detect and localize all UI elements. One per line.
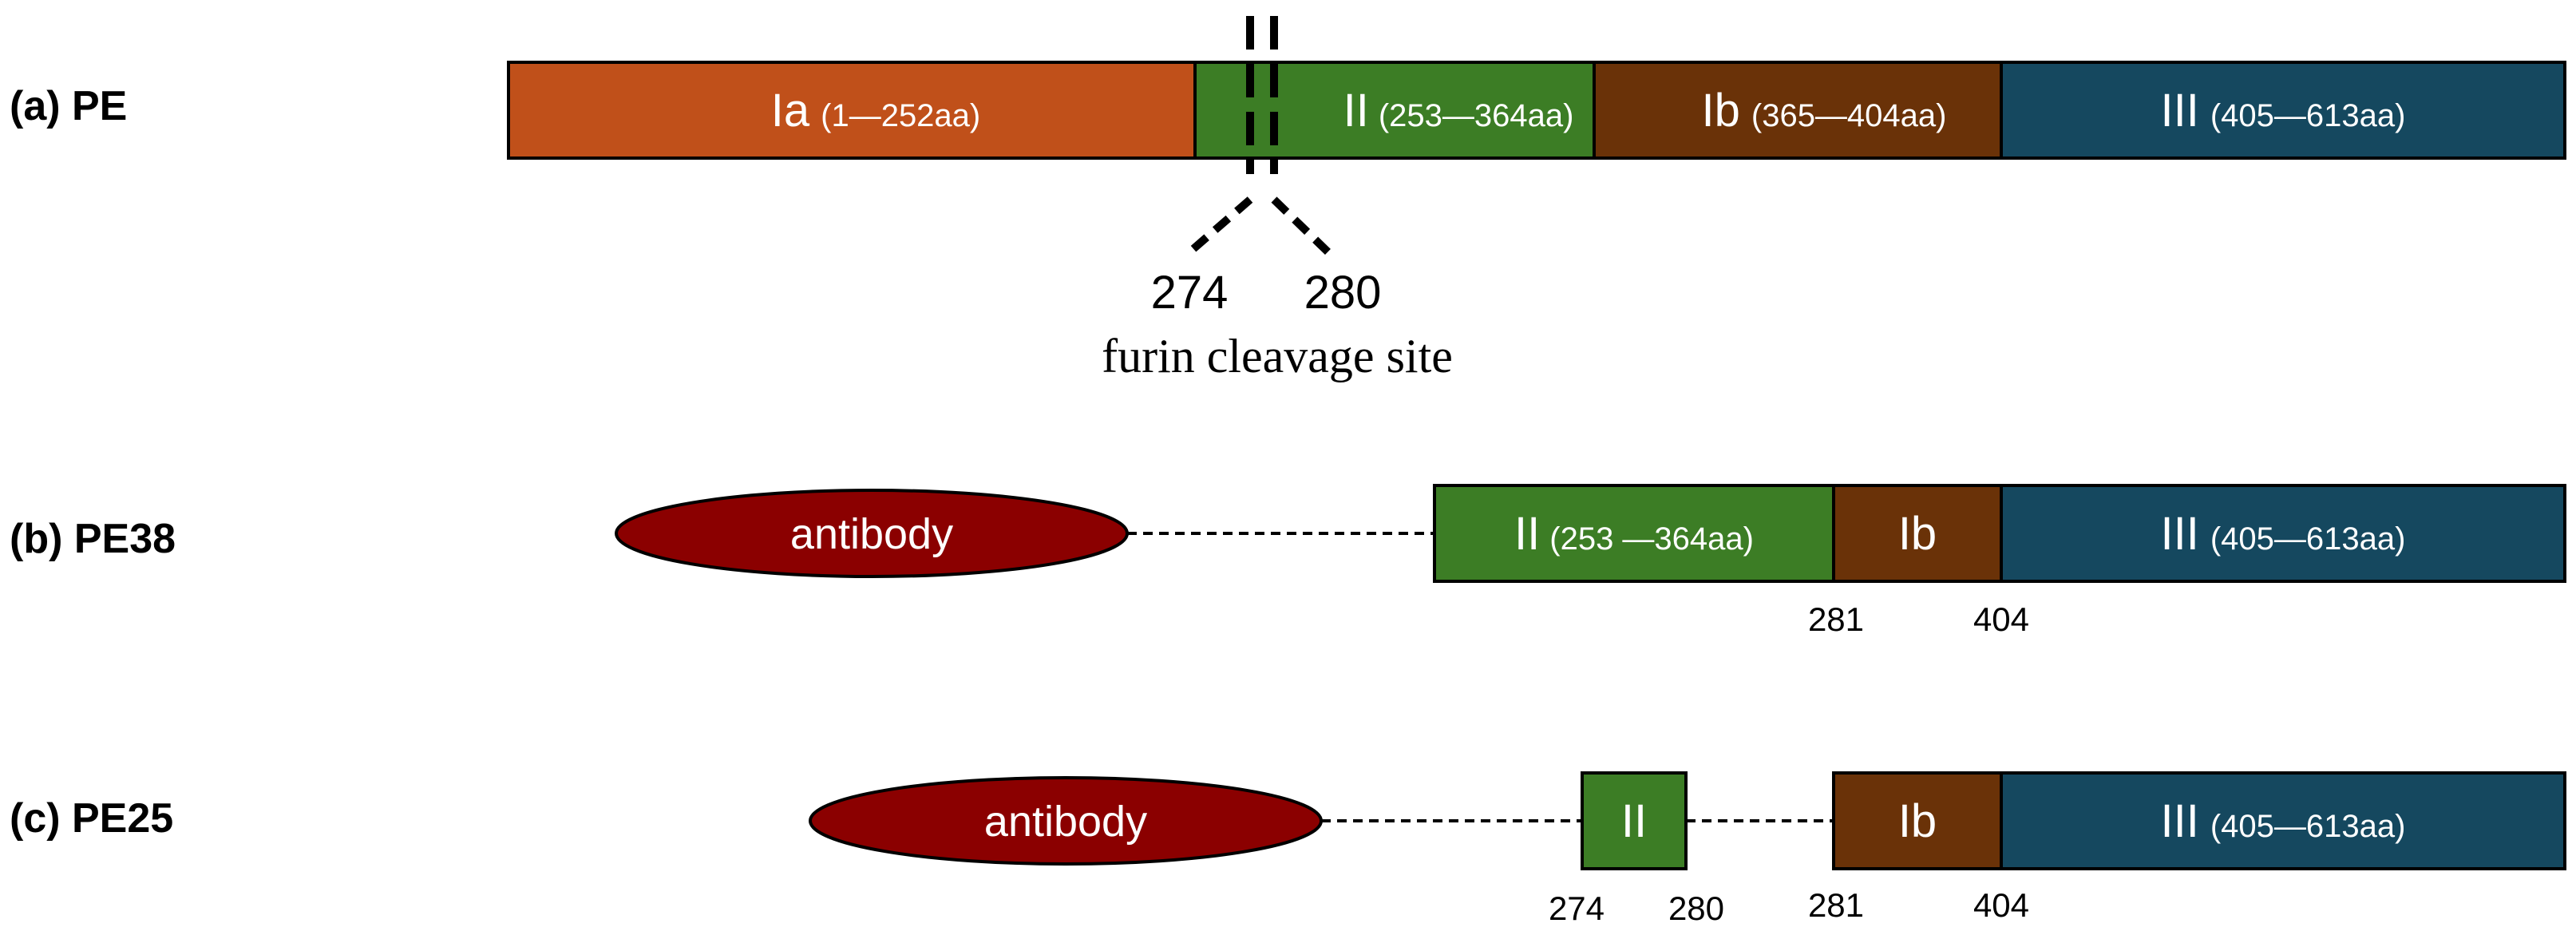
pe25-pos-281: 281 — [1808, 886, 1864, 924]
cleavage-end-label: 280 — [1304, 267, 1382, 319]
row-a-label: (a) PE — [10, 83, 127, 129]
cleavage-diag-left — [1186, 196, 1253, 256]
pe25-domain-III-box — [2000, 771, 2566, 870]
domain-Ia-name: Ia — [771, 85, 810, 137]
domain-III-range: (405—613aa) — [2210, 98, 2406, 133]
domain-II-name: II — [1343, 85, 1369, 137]
pe25-domain-II-box — [1581, 771, 1688, 870]
pe25-domain-III-range: (405—613aa) — [2210, 809, 2406, 844]
domain-Ia-text: Ia (1—252aa) — [771, 85, 981, 137]
domain-II-text: II (253—364aa) — [1343, 85, 1574, 137]
cleavage-diag-right — [1271, 196, 1332, 256]
cleavage-start-label: 274 — [1151, 267, 1229, 319]
domain-Ib-box — [1593, 61, 2003, 160]
pe38-domain-Ib-name: Ib — [1898, 508, 1937, 560]
pe25-pos-404: 404 — [1973, 886, 2029, 924]
pe25-domain-Ib-name: Ib — [1898, 795, 1937, 847]
cleavage-caption: furin cleavage site — [1102, 330, 1453, 382]
domain-III-name: III — [2161, 85, 2199, 137]
pe38-pos-281: 281 — [1808, 600, 1864, 638]
domain-III-text: III (405—613aa) — [2161, 85, 2406, 137]
pe38-domain-Ib-box — [1832, 484, 2003, 583]
pe25-domain-III-name: III — [2161, 795, 2199, 847]
domain-Ia-box — [507, 61, 1197, 160]
domain-Ia-range: (1—252aa) — [821, 98, 980, 133]
row-b-pe38: (b) PE38 antibody II(253 —364aa) Ib III (… — [10, 484, 2566, 638]
pe38-domain-II-text: II(253 —364aa) — [1514, 508, 1754, 560]
pe25-pos-274: 274 — [1549, 890, 1605, 927]
pe38-domain-II-range: (253 —364aa) — [1549, 521, 1754, 557]
pe38-pos-404: 404 — [1973, 600, 2029, 638]
pe25-domain-II-name: II — [1621, 795, 1647, 847]
pe25-domain-III-text: III (405—613aa) — [2161, 795, 2406, 847]
furin-cleavage-marker — [1186, 16, 1332, 256]
pe38-domain-III-text: III (405—613aa) — [2161, 508, 2406, 560]
antibody-label-c: antibody — [984, 798, 1147, 846]
row-c-label: (c) PE25 — [10, 795, 173, 842]
domain-Ib-text: Ib (365—404aa) — [1702, 85, 1947, 137]
antibody-label-b: antibody — [790, 510, 953, 558]
pe38-domain-II-box — [1433, 484, 1835, 583]
pe38-domain-II-name: II — [1514, 508, 1540, 560]
pe38-domain-III-box — [2000, 484, 2566, 583]
pe38-domain-III-range: (405—613aa) — [2210, 521, 2406, 557]
row-a-pe: (a) PE Ia (1—252aa) II (253—364aa) Ib (365—… — [10, 16, 2566, 382]
row-b-label: (b) PE38 — [10, 516, 176, 562]
domain-III-box — [2000, 61, 2566, 160]
domain-II-range: (253—364aa) — [1379, 98, 1574, 133]
pe25-pos-280: 280 — [1668, 890, 1724, 927]
domain-Ib-range: (365—404aa) — [1751, 98, 1947, 133]
domain-Ib-name: Ib — [1702, 85, 1740, 137]
pe38-domain-III-name: III — [2161, 508, 2199, 560]
pe25-domain-Ib-box — [1832, 771, 2003, 870]
row-c-pe25: (c) PE25 antibody II Ib III (405—613aa) 2… — [10, 771, 2566, 927]
